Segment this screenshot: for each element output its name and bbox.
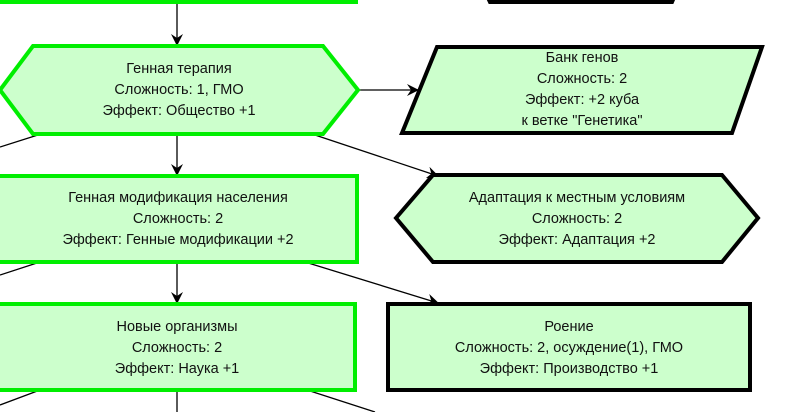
- node-effect: Эффект: Генные модификации +2: [62, 232, 294, 248]
- node-local-adaptation-shape[interactable]: [393, 173, 761, 264]
- node-gene-therapy-shape[interactable]: [0, 44, 361, 136]
- node-new-organisms[interactable]: Новые организмы Сложность: 2 Эффект: Нау…: [0, 317, 354, 380]
- arrow-gene-therapy-to-adaptation: [311, 133, 439, 179]
- node-gene-bank-shape[interactable]: [399, 45, 765, 135]
- node-swarming-shape[interactable]: [386, 302, 752, 392]
- node-population-mod[interactable]: Генная модификация населения Сложность: …: [0, 188, 356, 251]
- node-complexity: Сложность: 2: [531, 211, 623, 227]
- node-effect: Эффект: Производство +1: [479, 361, 659, 377]
- connector-line: [0, 389, 41, 406]
- node-complexity: Сложность: 1, ГМО: [114, 82, 244, 98]
- node-effect: Эффект: +2 куба: [524, 92, 640, 108]
- node-complexity: Сложность: 2, осуждение(1), ГМО: [454, 340, 684, 356]
- arrow-population-mod-to-swarming: [304, 261, 439, 306]
- node-title: Банк генов: [545, 50, 619, 66]
- node-effect: Эффект: Наука +1: [114, 361, 240, 377]
- node-title: Новые организмы: [116, 319, 238, 335]
- node-complexity: Сложность: 2: [131, 340, 223, 356]
- node-swarming[interactable]: Роение Сложность: 2, осуждение(1), ГМО Э…: [388, 317, 750, 380]
- node-new-organisms-shape[interactable]: [0, 302, 357, 392]
- node-population-mod-shape[interactable]: [0, 174, 359, 264]
- node-effect: Эффект: Общество +1: [102, 103, 256, 119]
- node-title: Адаптация к местным условиям: [468, 190, 686, 206]
- node-gene-therapy[interactable]: Генная терапия Сложность: 1, ГМО Эффект:…: [0, 59, 358, 122]
- node-local-adaptation[interactable]: Адаптация к местным условиям Сложность: …: [396, 188, 758, 251]
- connector-line: [0, 261, 41, 276]
- node-effect: Эффект: Адаптация +2: [498, 232, 656, 248]
- connector-line: [0, 133, 42, 148]
- node-effect-continued: к ветке "Генетика": [521, 113, 643, 129]
- node-gene-bank[interactable]: Банк генов Сложность: 2 Эффект: +2 куба …: [402, 48, 762, 132]
- node-title: Роение: [544, 319, 594, 335]
- node-title: Генная модификация населения: [68, 190, 288, 206]
- node-complexity: Сложность: 2: [536, 71, 628, 87]
- connector-line: [306, 389, 376, 412]
- node-title: Генная терапия: [126, 61, 232, 77]
- node-complexity: Сложность: 2: [132, 211, 224, 227]
- node-top-right-partial[interactable]: [470, 0, 690, 4]
- node-top-left-partial[interactable]: [0, 0, 358, 4]
